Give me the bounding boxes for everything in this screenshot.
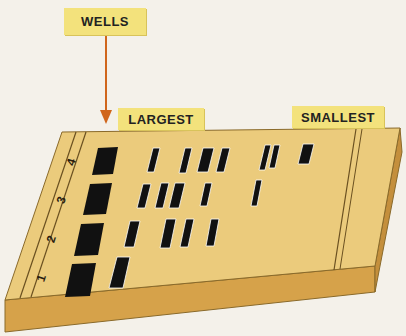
label-text: SMALLEST	[301, 110, 375, 125]
gel-end-line	[340, 129, 362, 269]
label-box: SMALLEST	[292, 106, 384, 128]
label-box: LARGEST	[118, 108, 204, 130]
gel-top-face	[5, 128, 400, 300]
dna-bands	[109, 144, 314, 288]
leader-arrow	[105, 36, 107, 112]
label-text: WELLS	[81, 14, 129, 29]
wells	[65, 147, 118, 297]
arrow-head	[100, 110, 112, 124]
label-text: LARGEST	[128, 112, 194, 127]
gel-end-line	[334, 129, 356, 270]
label-box: WELLS	[64, 8, 146, 35]
